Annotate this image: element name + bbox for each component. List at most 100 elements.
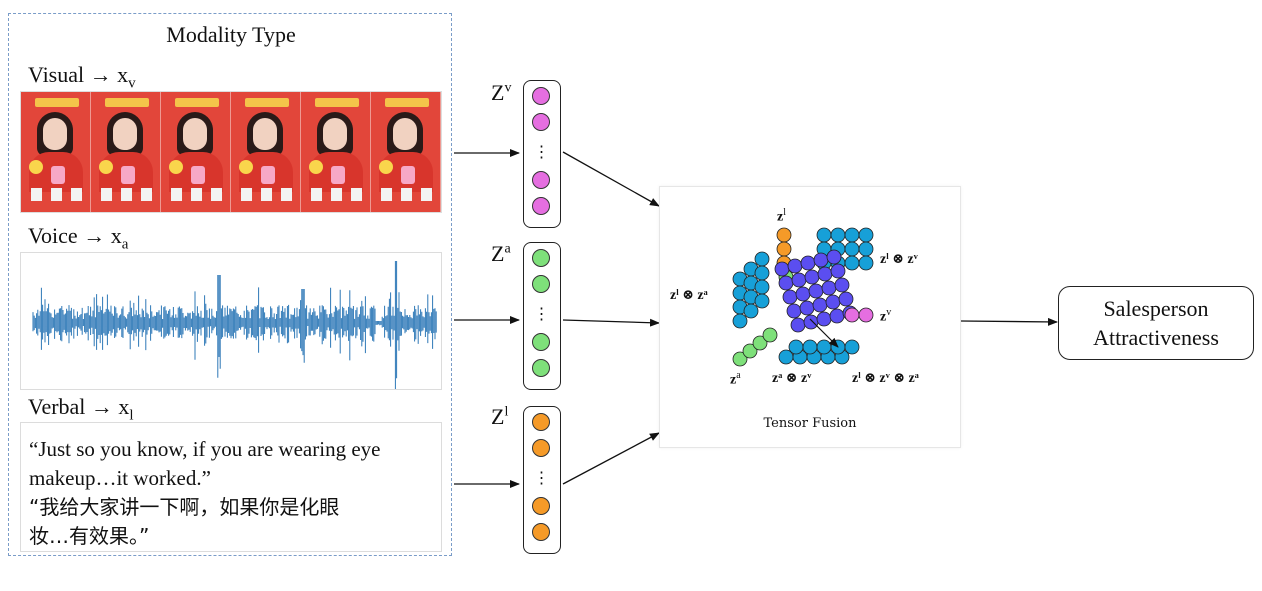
waveform-path xyxy=(32,261,437,391)
fusion-pointer-arrow xyxy=(809,318,839,348)
zl-zv-za-element xyxy=(774,261,790,277)
fusion-caption: Tensor Fusion xyxy=(763,416,857,431)
zl-zv-za-element xyxy=(778,275,794,291)
zl-zv-element xyxy=(844,255,860,271)
za-label: Za xyxy=(491,241,511,266)
video-frame xyxy=(21,92,91,212)
output-line-1: Salesperson xyxy=(1103,296,1209,321)
transcript-zh-line-2: 妆…有效果。” xyxy=(29,524,150,548)
vector-ellipsis: ⋮ xyxy=(533,144,550,161)
output-line-2: Attractiveness xyxy=(1093,325,1219,350)
zl-za-element xyxy=(754,293,770,309)
zl-zv-za-element xyxy=(816,311,832,327)
zl-zv-za-element xyxy=(804,269,820,285)
fusion-label-za: za xyxy=(730,370,741,388)
transcript-en-line-1: “Just so you know, if you are wearing ey… xyxy=(29,437,381,461)
za-element xyxy=(742,343,758,359)
zl-zv-za-element xyxy=(790,317,806,333)
zv-element xyxy=(858,307,874,323)
tensor-fusion-panel: zl zˡ ⊗ zᵛ zˡ ⊗ zᵃ zv za zᵃ ⊗ zᵛ zˡ ⊗ zᵛ… xyxy=(659,186,961,448)
fusion-label-zl: zl xyxy=(777,207,786,225)
fusion-label-za-zv: zᵃ ⊗ zᵛ xyxy=(772,371,812,386)
video-frame xyxy=(161,92,231,212)
verbal-transcript: “Just so you know, if you are wearing ey… xyxy=(29,435,439,551)
zl-element xyxy=(776,241,792,257)
zl-zv-za-element xyxy=(830,263,846,279)
zl-zv-za-element xyxy=(803,314,819,330)
zl-zv-element xyxy=(858,241,874,257)
vector-element xyxy=(532,333,550,351)
zl-element xyxy=(776,227,792,243)
zv-label: Zv xyxy=(491,80,512,105)
zl-zv-element xyxy=(858,227,874,243)
zl-label: Zl xyxy=(491,404,509,429)
vector-element xyxy=(532,523,550,541)
vector-element xyxy=(532,87,550,105)
voice-label: Voice → xa xyxy=(28,223,129,253)
vector-element xyxy=(532,249,550,267)
zl-zv-element xyxy=(816,227,832,243)
za-element xyxy=(762,327,778,343)
fusion-label-zl-zv: zˡ ⊗ zᵛ xyxy=(880,252,918,267)
salesperson-attractiveness-box: Salesperson Attractiveness xyxy=(1058,286,1254,360)
za-vector: ⋮ xyxy=(523,242,561,390)
zl-zv-za-element xyxy=(795,286,811,302)
zl-zv-za-element xyxy=(787,258,803,274)
zl-za-element xyxy=(732,313,748,329)
arrow-zl-to-fusion xyxy=(562,432,660,485)
zl-zv-za-element xyxy=(821,280,837,296)
zl-zv-za-element xyxy=(817,266,833,282)
arrow-zv-to-fusion xyxy=(562,151,660,207)
vector-element xyxy=(532,359,550,377)
zl-zv-element xyxy=(830,227,846,243)
zl-zv-za-element xyxy=(791,272,807,288)
zl-zv-element xyxy=(844,227,860,243)
zl-zv-element xyxy=(844,241,860,257)
vector-ellipsis: ⋮ xyxy=(533,470,550,487)
zl-vector: ⋮ xyxy=(523,406,561,554)
zl-zv-za-element xyxy=(826,249,842,265)
waveform-graphic xyxy=(32,261,437,391)
zl-zv-za-element xyxy=(812,297,828,313)
fusion-label-zl-za: zˡ ⊗ zᵃ xyxy=(670,288,708,303)
zl-za-element xyxy=(754,265,770,281)
zl-zv-za-element xyxy=(800,255,816,271)
vector-element xyxy=(532,171,550,189)
zv-vector: ⋮ xyxy=(523,80,561,228)
verbal-label: Verbal → xl xyxy=(28,394,134,424)
zl-zv-za-element xyxy=(825,294,841,310)
zl-zv-za-element xyxy=(786,303,802,319)
vector-element xyxy=(532,113,550,131)
visual-frames-strip xyxy=(20,91,442,213)
za-zv-element xyxy=(816,339,832,355)
transcript-en-line-2: makeup…it worked.” xyxy=(29,466,211,490)
video-frame xyxy=(231,92,301,212)
transcript-zh-line-1: “我给大家讲一下啊，如果你是化眼 xyxy=(29,495,340,519)
za-zv-element xyxy=(844,339,860,355)
zl-zv-za-element xyxy=(834,277,850,293)
vector-element xyxy=(532,413,550,431)
zl-zv-element xyxy=(858,255,874,271)
fusion-label-zv: zv xyxy=(880,307,892,325)
visual-label: Visual → xv xyxy=(28,62,136,92)
video-frame xyxy=(301,92,371,212)
za-zv-element xyxy=(788,339,804,355)
zl-zv-za-element xyxy=(782,289,798,305)
vector-element xyxy=(532,275,550,293)
zl-za-element xyxy=(743,303,759,319)
za-element xyxy=(732,351,748,367)
arrow-za-to-fusion xyxy=(562,318,660,327)
modality-type-box: Modality Type Visual → xv Voice → xa Ver… xyxy=(8,13,452,556)
zl-zv-za-element xyxy=(813,252,829,268)
zl-zv-za-element xyxy=(838,291,854,307)
za-zv-element xyxy=(802,339,818,355)
zl-zv-za-element xyxy=(799,300,815,316)
zl-za-element xyxy=(754,279,770,295)
zv-element xyxy=(844,307,860,323)
arrow-fusion-to-output xyxy=(960,317,1058,326)
vector-element xyxy=(532,497,550,515)
zl-zv-za-element xyxy=(808,283,824,299)
modality-type-title: Modality Type xyxy=(166,22,296,47)
za-element xyxy=(752,335,768,351)
